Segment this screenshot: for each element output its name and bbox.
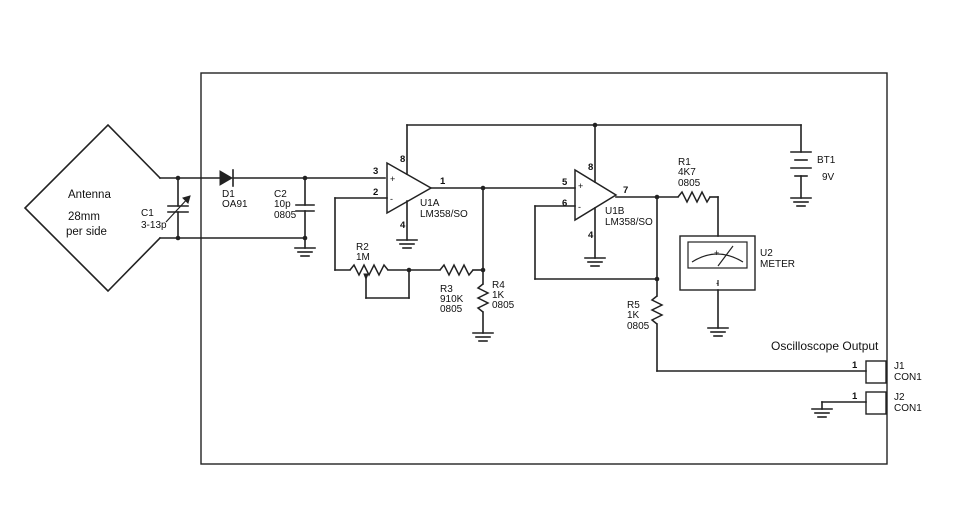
r5-package: 0805 bbox=[627, 321, 650, 332]
j1-value: CON1 bbox=[894, 372, 922, 383]
c2-value: 10p bbox=[274, 199, 291, 210]
resistor-r1 bbox=[677, 190, 711, 204]
j2-ref: J2 bbox=[894, 392, 905, 403]
r4-value: 1K bbox=[492, 290, 505, 301]
u1a-ref: U1A bbox=[420, 198, 440, 209]
connector-j1 bbox=[865, 360, 887, 384]
meter-plus-sign: + bbox=[714, 248, 719, 258]
u1b-pin-4: 4 bbox=[588, 230, 594, 241]
ground-symbol bbox=[811, 408, 833, 418]
battery-bt1 bbox=[790, 124, 812, 199]
u1b-plus-sign: + bbox=[578, 181, 583, 191]
r3-ref: R3 bbox=[440, 284, 453, 295]
j2-value: CON1 bbox=[894, 403, 922, 414]
u1b-minus-sign: - bbox=[578, 202, 581, 212]
antenna-symbol bbox=[23, 123, 162, 293]
capacitor-c2 bbox=[295, 177, 315, 249]
r4-ref: R4 bbox=[492, 280, 505, 291]
u1b-pin-6: 6 bbox=[562, 198, 567, 209]
antenna-side: per side bbox=[66, 226, 107, 238]
r2-value: 1M bbox=[356, 252, 370, 263]
resistor-r3 bbox=[439, 263, 474, 277]
c1-ref: C1 bbox=[141, 208, 154, 219]
u1a-pin-4: 4 bbox=[400, 220, 406, 231]
u1a-pin-1: 1 bbox=[440, 176, 446, 187]
junction-dot bbox=[302, 175, 308, 181]
u1b-pin-8: 8 bbox=[588, 162, 593, 173]
junction-dot bbox=[302, 235, 308, 241]
j2-pin: 1 bbox=[852, 391, 858, 402]
enclosure-border bbox=[200, 72, 888, 465]
r2-ref: R2 bbox=[356, 242, 369, 253]
resistor-r4 bbox=[476, 283, 490, 313]
ground-symbol bbox=[707, 327, 729, 337]
ground-symbol bbox=[396, 239, 418, 249]
r5-ref: R5 bbox=[627, 300, 640, 311]
ground-symbol bbox=[472, 332, 494, 342]
u1a-pin-8: 8 bbox=[400, 154, 405, 165]
opamp-u1a bbox=[386, 161, 433, 215]
bt1-value: 9V bbox=[822, 172, 835, 183]
junction-dot bbox=[480, 185, 486, 191]
junction-dot bbox=[406, 267, 412, 273]
capacitor-c1 bbox=[165, 177, 191, 239]
c2-package: 0805 bbox=[274, 210, 297, 221]
junction-dot bbox=[654, 194, 660, 200]
junction-dot bbox=[175, 235, 181, 241]
u1b-pin-5: 5 bbox=[562, 177, 568, 188]
ground-symbol bbox=[790, 197, 812, 207]
r1-value: 4K7 bbox=[678, 167, 696, 178]
r4-package: 0805 bbox=[492, 300, 515, 311]
u1b-ref: U1B bbox=[605, 206, 625, 217]
u1b-part: LM358/SO bbox=[605, 217, 653, 228]
connector-j2 bbox=[865, 391, 887, 415]
ground-symbol bbox=[584, 257, 606, 267]
diode-d1 bbox=[219, 169, 234, 187]
r1-package: 0805 bbox=[678, 178, 701, 189]
c2-ref: C2 bbox=[274, 189, 287, 200]
antenna-label: Antenna bbox=[68, 189, 111, 201]
u1a-pin-3: 3 bbox=[373, 166, 378, 177]
u1a-pin-2: 2 bbox=[373, 187, 378, 198]
r3-package: 0805 bbox=[440, 304, 463, 315]
ground-symbol bbox=[294, 247, 316, 257]
r5-value: 1K bbox=[627, 310, 640, 321]
junction-dot bbox=[175, 175, 181, 181]
junction-dot bbox=[654, 276, 660, 282]
u2-ref: U2 bbox=[760, 248, 773, 259]
resistor-r5 bbox=[650, 295, 664, 325]
d1-ref: D1 bbox=[222, 189, 235, 200]
u1a-part: LM358/SO bbox=[420, 209, 468, 220]
r3-value: 910K bbox=[440, 294, 464, 305]
c1-value: 3-13p bbox=[141, 220, 167, 231]
j1-pin: 1 bbox=[852, 360, 858, 371]
bt1-ref: BT1 bbox=[817, 155, 836, 166]
j1-ref: J1 bbox=[894, 361, 905, 372]
d1-value: OA91 bbox=[222, 199, 248, 210]
meter-minus-sign: - bbox=[716, 278, 719, 288]
r1-ref: R1 bbox=[678, 157, 691, 168]
junction-dot bbox=[480, 267, 486, 273]
u1a-minus-sign: - bbox=[390, 194, 393, 204]
u1a-plus-sign: + bbox=[390, 174, 395, 184]
oscilloscope-output-title: Oscilloscope Output bbox=[771, 339, 879, 353]
antenna-size: 28mm bbox=[68, 211, 100, 223]
u2-value: METER bbox=[760, 259, 795, 270]
potentiometer-r2 bbox=[349, 263, 410, 299]
u1b-pin-7: 7 bbox=[623, 185, 628, 196]
